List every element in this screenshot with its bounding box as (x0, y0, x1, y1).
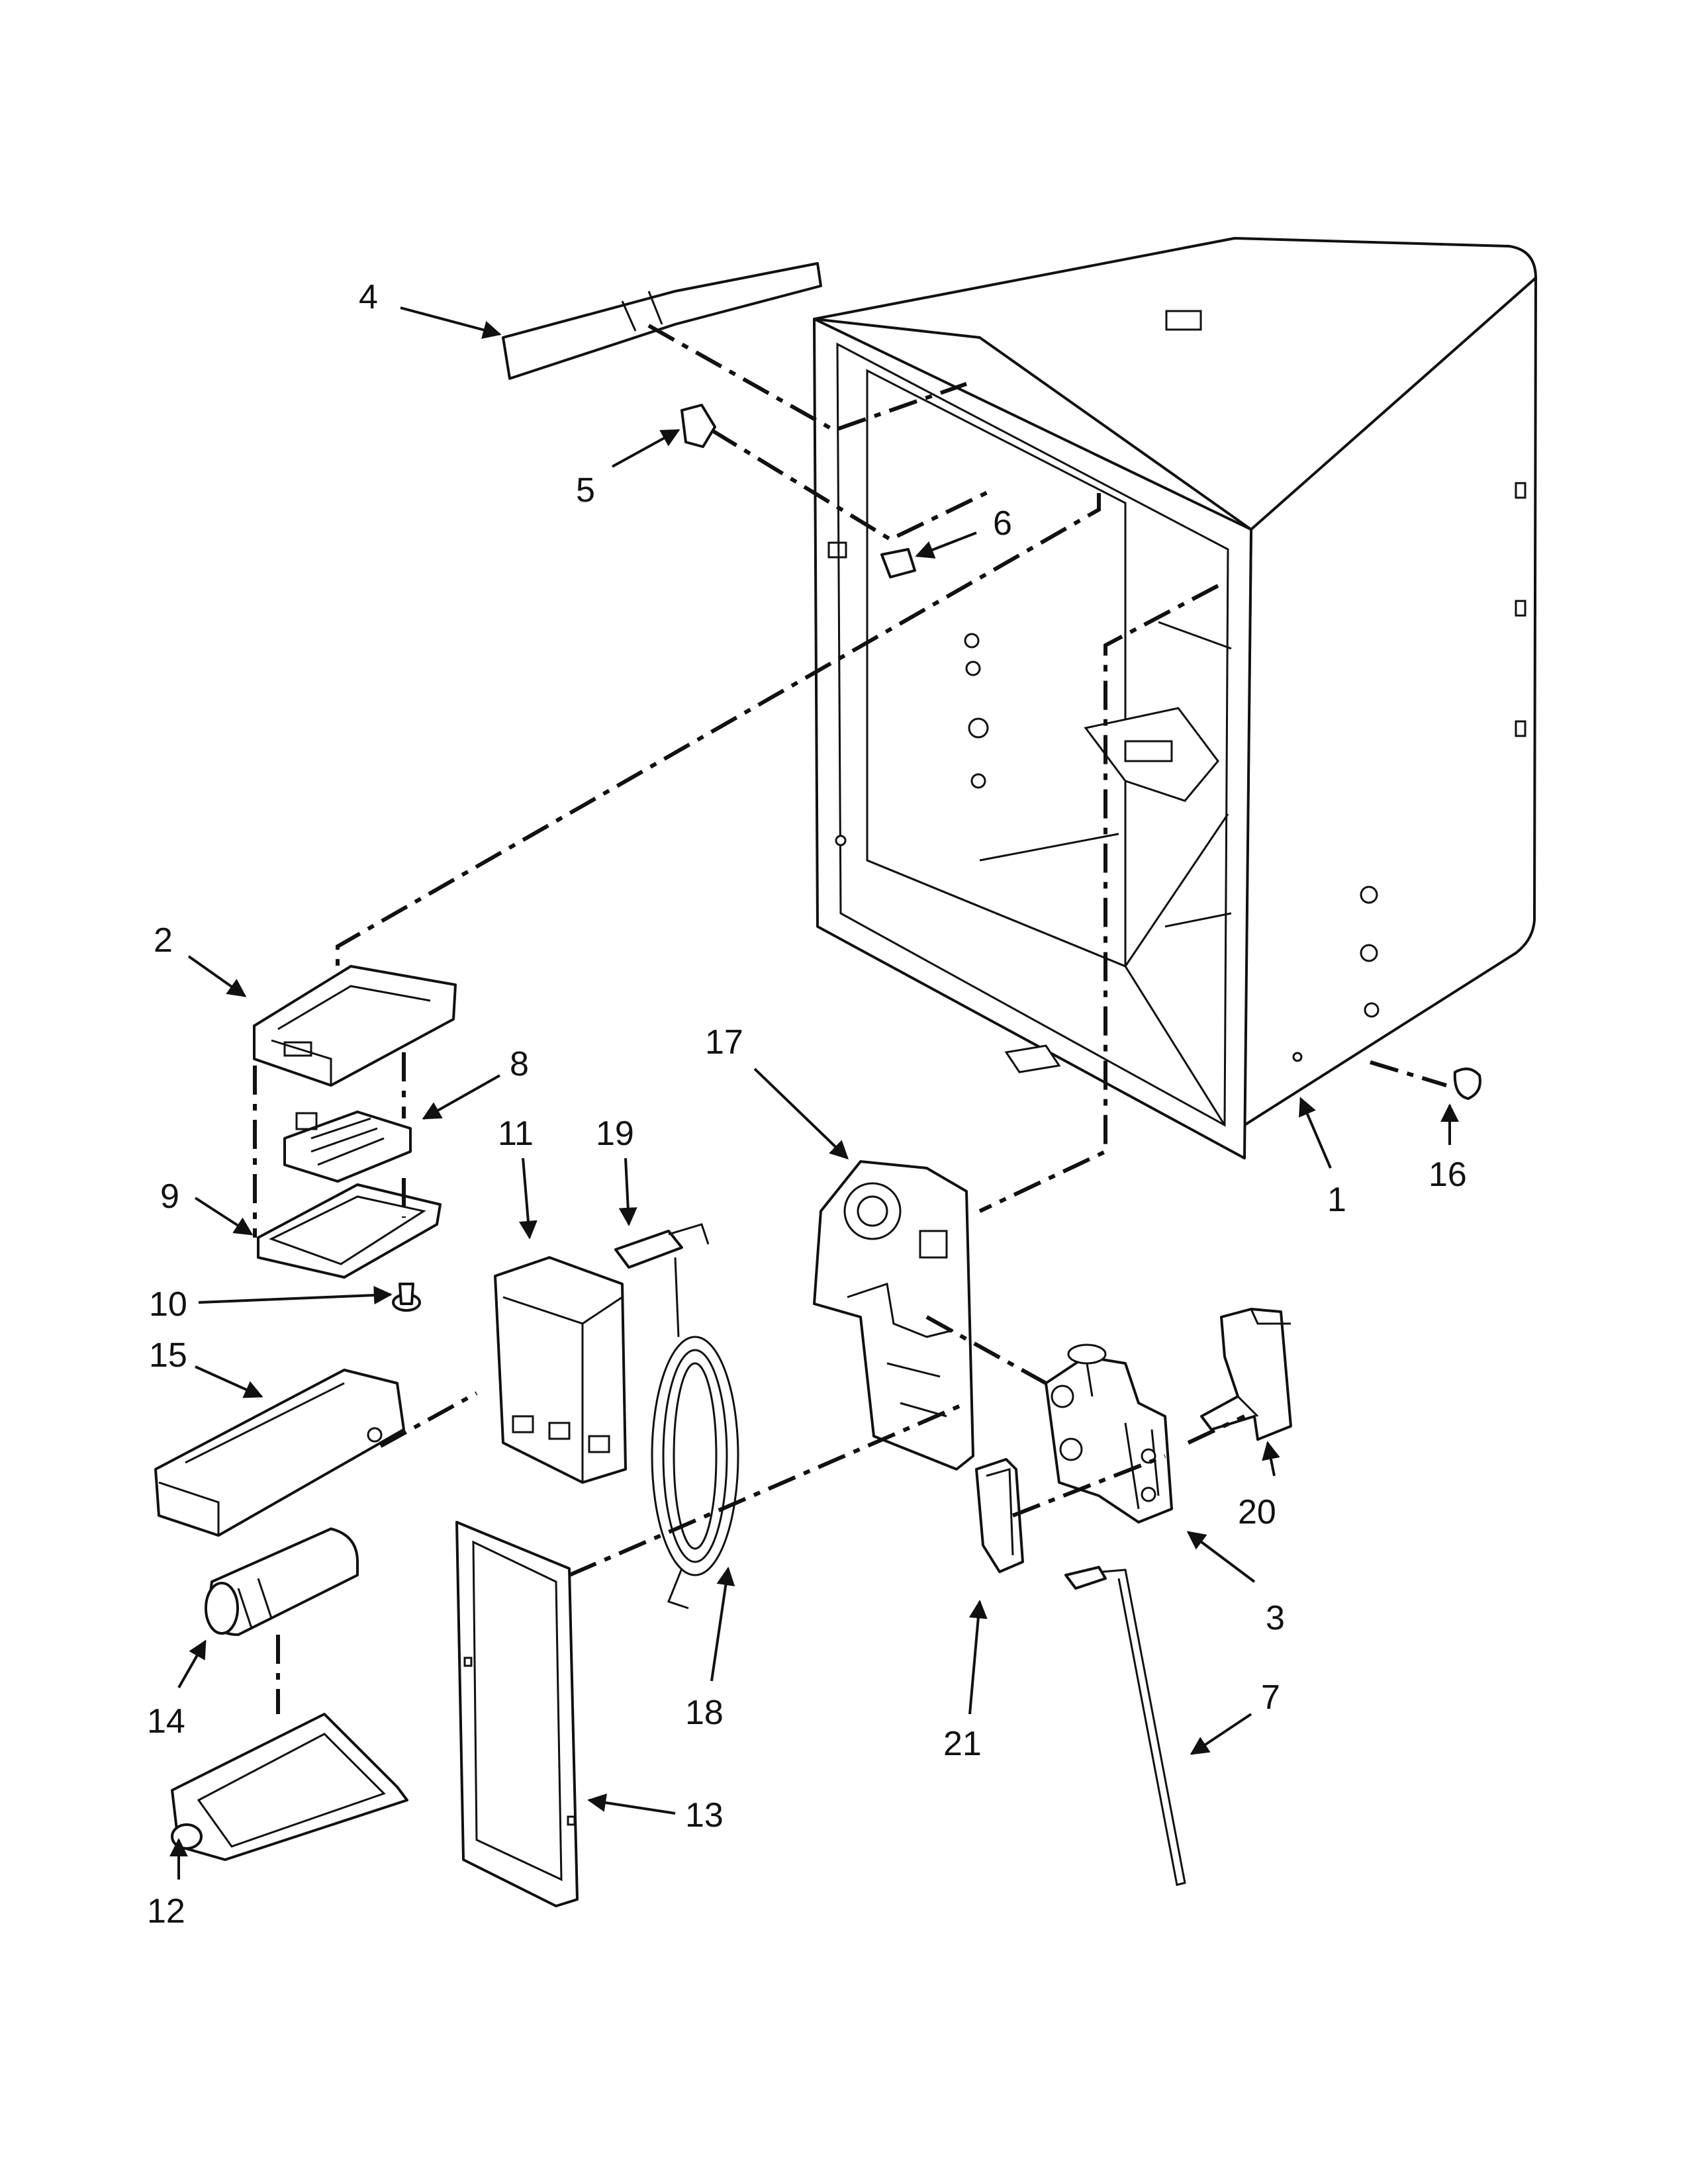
callout-2: 2 (154, 921, 173, 960)
part-19-thermistor (614, 1223, 710, 1338)
part-4-cover (502, 262, 822, 380)
part-21-clip (975, 1458, 1024, 1573)
callout-5: 5 (576, 471, 595, 510)
part-1-liner (813, 237, 1537, 1160)
callout-19: 19 (596, 1115, 634, 1153)
callout-4: 4 (359, 278, 378, 316)
callout-11: 11 (498, 1115, 534, 1153)
part-17-bracket (813, 1160, 974, 1471)
part-16-plug (1453, 1068, 1481, 1100)
callout-labels: 1 2 3 4 5 6 7 8 9 10 11 12 13 14 15 16 1… (147, 278, 1467, 1931)
callout-20: 20 (1238, 1493, 1276, 1531)
callout-9: 9 (160, 1177, 179, 1216)
callout-18: 18 (685, 1694, 724, 1732)
callout-14: 14 (147, 1702, 185, 1741)
callout-17: 17 (705, 1023, 743, 1062)
alignment-lines (253, 324, 1447, 1714)
part-15-filter-head (154, 1369, 405, 1537)
part-13-panel (455, 1521, 579, 1907)
callout-21: 21 (943, 1725, 982, 1763)
callout-13: 13 (685, 1796, 724, 1835)
callout-3: 3 (1266, 1599, 1285, 1637)
part-7-tube (1064, 1566, 1186, 1886)
part-11-bracket (494, 1256, 627, 1484)
callout-16: 16 (1429, 1156, 1467, 1194)
part-10-screw (392, 1283, 421, 1312)
part-14-cartridge (205, 1527, 359, 1636)
part-18-harness (651, 1336, 739, 1610)
callout-8: 8 (510, 1045, 529, 1083)
leader-arrows (169, 306, 1459, 1880)
part-2-housing (253, 965, 457, 1087)
part-12-tray (171, 1713, 408, 1861)
part-6-connector (880, 548, 916, 578)
part-8-heater (283, 1111, 412, 1183)
part-5-grommet (680, 404, 716, 448)
part-9-frame (257, 1183, 442, 1279)
callout-7: 7 (1261, 1678, 1280, 1717)
callout-15: 15 (149, 1336, 187, 1375)
callout-12: 12 (147, 1892, 185, 1931)
callout-10: 10 (149, 1285, 187, 1324)
callout-1: 1 (1327, 1181, 1346, 1219)
callout-6: 6 (993, 504, 1012, 543)
part-20-bracket (1200, 1308, 1292, 1441)
